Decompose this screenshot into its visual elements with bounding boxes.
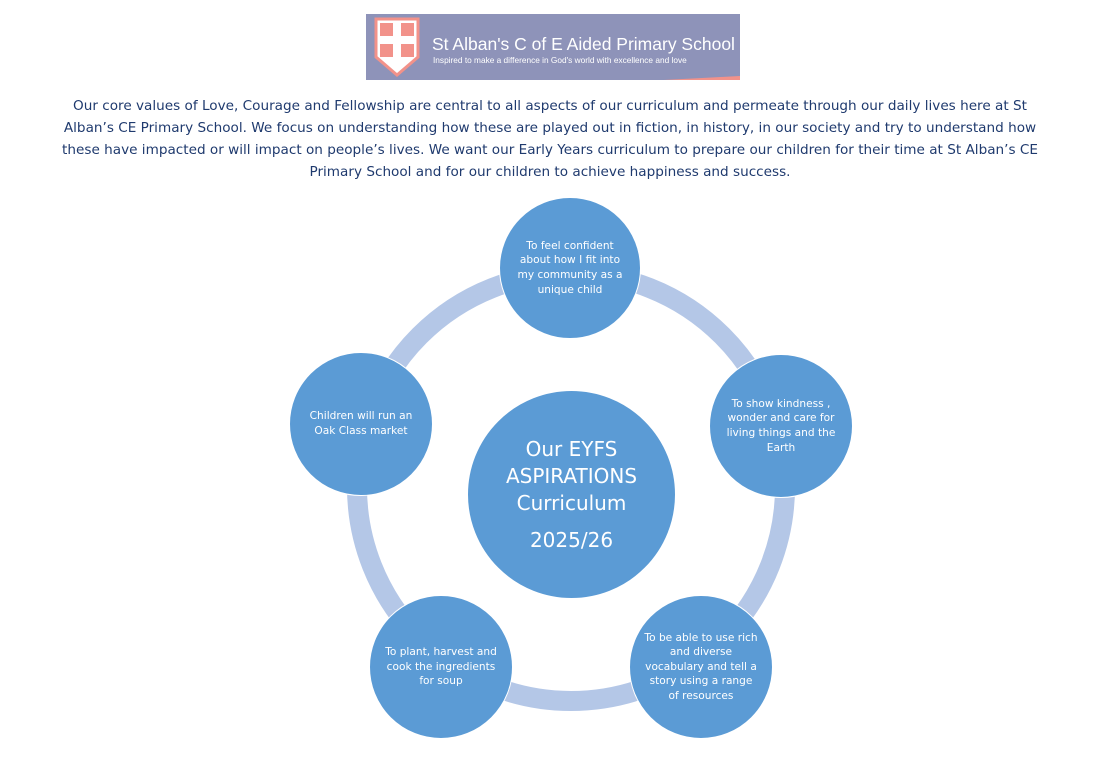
intro-line: Our core values of Love, Courage and Fel… [73, 98, 1027, 114]
school-crest-icon [374, 17, 420, 77]
center-circle: Our EYFS ASPIRATIONS Curriculum 2025/26 [467, 390, 676, 599]
aspiration-node: To show kindness , wonder and care for l… [709, 354, 853, 498]
school-logo-banner: St Alban's C of E Aided Primary School I… [366, 14, 740, 80]
aspiration-text: To show kindness , wonder and care for l… [726, 397, 836, 454]
aspiration-node: Children will run an Oak Class market [289, 352, 433, 496]
center-title: Our EYFS ASPIRATIONS Curriculum [505, 436, 638, 515]
aspiration-text: To plant, harvest and cook the ingredien… [385, 646, 497, 688]
aspiration-node: To be able to use rich and diverse vocab… [629, 595, 773, 739]
intro-paragraph: Our core values of Love, Courage and Fel… [60, 95, 1040, 183]
intro-line: these have impacted or will impact on pe… [62, 142, 1038, 158]
school-name: St Alban's C of E Aided Primary School [432, 34, 735, 54]
aspiration-text: To feel confident about how I fit into m… [517, 239, 623, 296]
intro-line: Primary School and for our children to a… [309, 164, 791, 180]
aspiration-text: To be able to use rich and diverse vocab… [644, 631, 758, 702]
aspiration-node: To plant, harvest and cook the ingredien… [369, 595, 513, 739]
school-tagline: Inspired to make a difference in God's w… [433, 55, 687, 65]
aspiration-node: To feel confident about how I fit into m… [499, 197, 641, 339]
center-year: 2025/26 [529, 527, 614, 552]
aspiration-text: Children will run an Oak Class market [309, 410, 413, 437]
intro-line: Alban’s CE Primary School. We focus on u… [63, 120, 1037, 136]
